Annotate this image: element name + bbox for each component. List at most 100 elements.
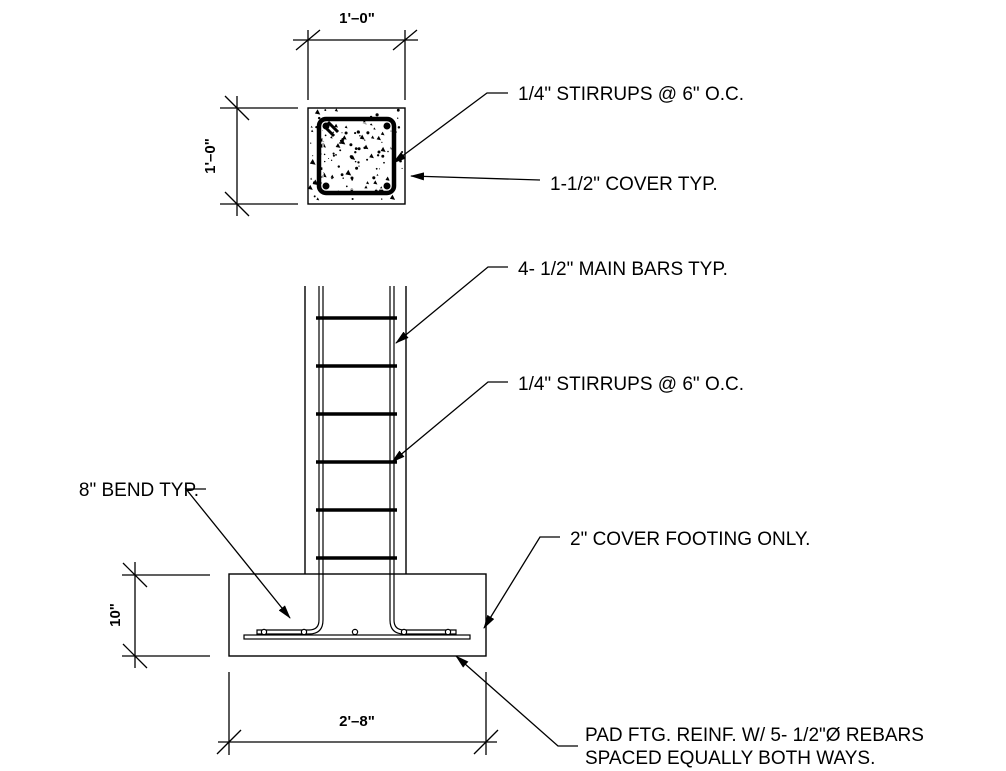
concrete-speckle [332, 154, 335, 157]
footing-cross-bars [260, 628, 452, 636]
main-bars-label: 4- 1/2" MAIN BARS TYP. [518, 259, 728, 280]
concrete-speckle [366, 131, 370, 135]
concrete-speckle [317, 116, 321, 120]
concrete-speckle [340, 139, 346, 145]
section-bar [322, 122, 330, 130]
column-footing-elevation: 10" 2'–8" 4- 1/2" MAIN BARS TYP. 1/4" ST… [79, 259, 924, 769]
concrete-speckle [330, 135, 333, 139]
concrete-speckle [334, 123, 339, 128]
concrete-speckle [354, 160, 357, 163]
concrete-speckle [344, 125, 348, 129]
concrete-hatch [307, 108, 404, 201]
concrete-speckle [371, 154, 372, 156]
concrete-speckle [309, 158, 316, 165]
pad-reinf-label-line2: SPACED EQUALLY BOTH WAYS. [585, 748, 875, 769]
main-bars-leader [395, 266, 508, 344]
concrete-speckle [351, 178, 354, 181]
concrete-speckle [339, 149, 342, 152]
concrete-speckle [332, 131, 334, 133]
concrete-speckle [376, 154, 380, 157]
concrete-speckle [390, 130, 392, 132]
elevation-stirrups-leader [391, 381, 508, 463]
concrete-speckle [373, 127, 376, 130]
concrete-speckle [357, 161, 360, 164]
concrete-speckle [377, 150, 381, 154]
concrete-speckle [385, 176, 390, 181]
concrete-speckle [307, 184, 313, 190]
column-outline [304, 286, 407, 574]
section-cover-label: 1-1/2" COVER TYP. [550, 174, 718, 195]
concrete-speckle [337, 165, 340, 168]
concrete-speckle [373, 180, 378, 185]
concrete-speckle [396, 108, 400, 112]
concrete-speckle [324, 160, 326, 163]
concrete-speckle [341, 132, 343, 134]
concrete-speckle [316, 197, 320, 201]
concrete-speckle [321, 182, 323, 184]
concrete-speckle [310, 177, 313, 180]
concrete-speckle [354, 151, 357, 154]
concrete-speckle [371, 135, 375, 139]
concrete-speckle [376, 173, 379, 176]
concrete-speckle [310, 129, 314, 133]
concrete-speckle [324, 109, 327, 112]
concrete-speckle [397, 126, 401, 129]
footing-rebar-dot [351, 628, 359, 636]
concrete-speckle [383, 161, 385, 164]
pad-footing-outline [228, 573, 487, 657]
concrete-speckle [369, 122, 373, 126]
concrete-speckle [359, 134, 361, 137]
concrete-speckle [375, 113, 379, 117]
concrete-speckle [310, 142, 312, 144]
footing-depth-dim-text: 10" [107, 603, 124, 627]
concrete-speckle [355, 166, 359, 170]
footing-rebar-dot [444, 628, 452, 636]
concrete-speckle [335, 143, 341, 148]
concrete-speckle [350, 143, 352, 146]
section-height-dimension [220, 95, 298, 217]
concrete-speckle [358, 165, 360, 167]
concrete-speckle [345, 185, 348, 188]
footing-rebar-dot [260, 628, 268, 636]
concrete-speckle [369, 153, 374, 159]
section-bar [383, 122, 391, 130]
concrete-speckle [345, 169, 352, 176]
concrete-speckle [381, 141, 383, 143]
concrete-speckle [330, 174, 335, 179]
concrete-speckle [354, 147, 358, 150]
footing-cover-leader [483, 536, 560, 629]
concrete-speckle [350, 176, 354, 180]
section-cover-leader [410, 172, 541, 181]
concrete-speckle [376, 135, 382, 141]
footing-bottom-bar [243, 634, 471, 640]
bend-label: 8" BEND TYP. [79, 480, 199, 501]
concrete-speckle [366, 181, 370, 185]
concrete-speckle [342, 135, 347, 140]
concrete-speckle [372, 176, 376, 180]
concrete-speckle [401, 150, 404, 154]
column-stirrups [316, 316, 397, 560]
concrete-speckle [397, 117, 399, 119]
footing-rebar-dot [400, 628, 408, 636]
section-stirrups-leader [392, 92, 508, 164]
concrete-speckle [364, 139, 366, 141]
pad-reinf-label-line1: PAD FTG. REINF. W/ 5- 1/2"Ø REBARS [585, 725, 924, 746]
section-bar [383, 182, 391, 190]
concrete-speckle [334, 108, 339, 112]
section-bar [322, 182, 330, 190]
concrete-speckle [312, 155, 314, 157]
footing-width-dimension [216, 672, 499, 755]
concrete-speckle [331, 177, 333, 180]
section-width-dim-text: 1'–0" [339, 10, 375, 27]
concrete-speckle [357, 147, 361, 151]
concrete-speckle [314, 109, 321, 115]
concrete-speckle [389, 194, 396, 200]
concrete-speckle [380, 146, 386, 152]
concrete-speckle [354, 132, 357, 135]
concrete-speckle [342, 177, 344, 179]
concrete-speckle [381, 154, 385, 158]
concrete-speckle [335, 154, 337, 156]
concrete-speckle [359, 134, 365, 140]
concrete-speckle [324, 134, 327, 137]
concrete-speckle [381, 198, 383, 200]
